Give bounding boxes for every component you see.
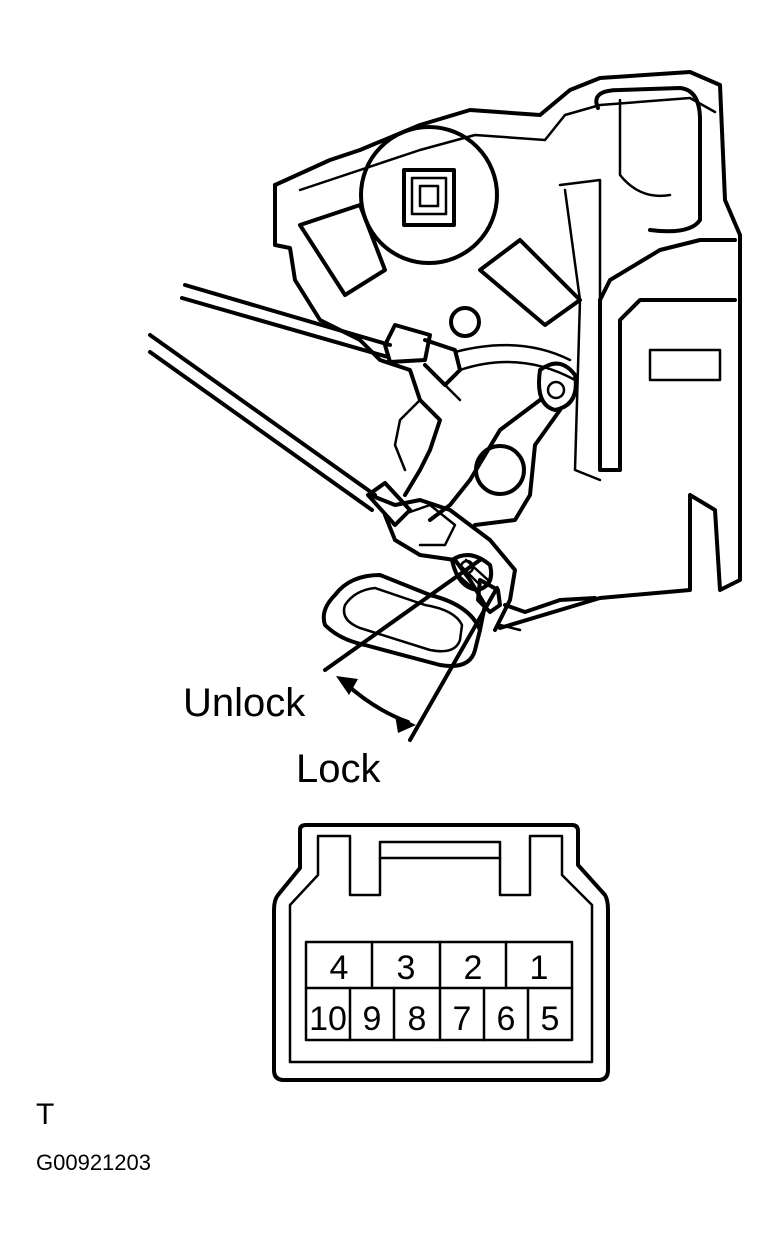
pin-5-label: 5: [541, 1000, 560, 1038]
view-code-label: T: [36, 1098, 54, 1131]
lock-label: Lock: [296, 747, 381, 791]
pin-1-label: 1: [530, 949, 549, 987]
pin-7-label: 7: [453, 1000, 472, 1038]
connector-face: [272, 823, 610, 1082]
pin-4-label: 4: [330, 949, 349, 987]
pin-6-label: 6: [497, 1000, 516, 1038]
pin-8-label: 8: [408, 1000, 427, 1038]
pin-2-label: 2: [464, 949, 483, 987]
figure-code-label: G00921203: [36, 1150, 151, 1175]
door-lock-assembly-drawing: [148, 70, 742, 742]
pin-3-label: 3: [397, 949, 416, 987]
pin-10-label: 10: [309, 1000, 347, 1038]
pin-9-label: 9: [363, 1000, 382, 1038]
unlock-label: Unlock: [183, 681, 306, 725]
